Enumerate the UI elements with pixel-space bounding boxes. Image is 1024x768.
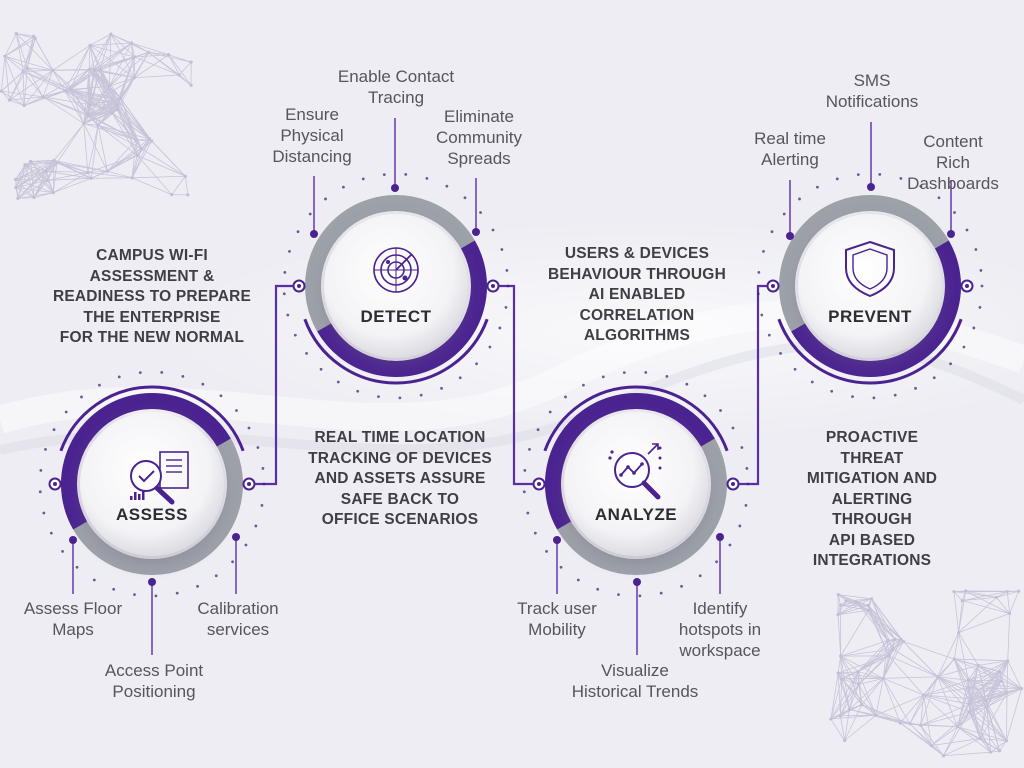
- stage-title-analyze: ANALYZE: [594, 505, 678, 524]
- stage-description-analyze: USERS & DEVICES BEHAVIOUR THROUGH AI ENA…: [548, 245, 726, 344]
- shield-icon: [845, 240, 895, 298]
- feature-label: Identify hotspots in workspace: [678, 599, 762, 660]
- feature-label: Assess Floor Maps: [23, 599, 123, 639]
- feature-dot: [947, 230, 955, 238]
- feature-dot: [391, 184, 399, 192]
- feature-label: Track user Mobility: [517, 599, 597, 639]
- stage-title-assess: ASSESS: [116, 505, 188, 524]
- feature-dot: [786, 232, 794, 240]
- stage-outer-arc: [777, 318, 963, 385]
- stage-title-prevent: PREVENT: [828, 307, 912, 326]
- stage-description-prevent: PROACTIVE THREAT MITIGATION AND ALERTING…: [806, 429, 938, 569]
- stage-ring-accent: [61, 393, 231, 530]
- connector-line-2: [492, 284, 540, 486]
- analytics-magnifier-icon: [608, 443, 662, 500]
- stage-detect: [282, 118, 510, 400]
- feature-dot: [633, 578, 641, 586]
- feature-label: Calibration services: [197, 599, 279, 639]
- stage-ring-accent: [545, 393, 715, 530]
- feature-label: Enable Contact Tracing: [337, 67, 455, 107]
- stage-outer-arc: [543, 385, 729, 452]
- connector-line-3: [734, 284, 774, 486]
- feature-dot: [232, 533, 240, 541]
- network-mesh-bottom-right: [829, 589, 1024, 758]
- connector-line-1: [250, 284, 298, 486]
- feature-dot: [69, 536, 77, 544]
- feature-label: SMS Notifications: [825, 71, 919, 111]
- stage-ring-accent: [791, 240, 961, 377]
- feature-dot: [867, 183, 875, 191]
- feature-dot: [148, 578, 156, 586]
- stage-ring-accent: [317, 240, 487, 377]
- feature-dot: [310, 230, 318, 238]
- feature-dot: [472, 228, 480, 236]
- magnifier-document-icon: [130, 451, 189, 505]
- feature-label: Access Point Positioning: [104, 661, 204, 701]
- stage-title-detect: DETECT: [360, 307, 432, 326]
- stage-prevent: [756, 122, 984, 400]
- feature-label: Real time Alerting: [754, 129, 826, 169]
- stage-outer-arc: [303, 318, 489, 385]
- stage-outer-arc: [59, 385, 245, 452]
- network-mesh-top-left: [0, 31, 193, 200]
- stage-disc: [798, 214, 942, 358]
- stage-analyze: [522, 371, 750, 655]
- stage-assess: [38, 371, 266, 655]
- feature-label: Eliminate Community Spreads: [436, 107, 522, 168]
- feature-dot: [553, 536, 561, 544]
- stage-description-assess: CAMPUS WI-FI ASSESSMENT & READINESS TO P…: [52, 247, 252, 346]
- stage-description-detect: REAL TIME LOCATION TRACKING OF DEVICES A…: [308, 429, 492, 528]
- feature-dot: [716, 533, 724, 541]
- radar-icon: [373, 247, 419, 293]
- feature-label: Ensure Physical Distancing: [272, 105, 352, 166]
- feature-label: Visualize Historical Trends: [571, 661, 699, 701]
- feature-label: Content Rich Dashboards: [907, 132, 999, 193]
